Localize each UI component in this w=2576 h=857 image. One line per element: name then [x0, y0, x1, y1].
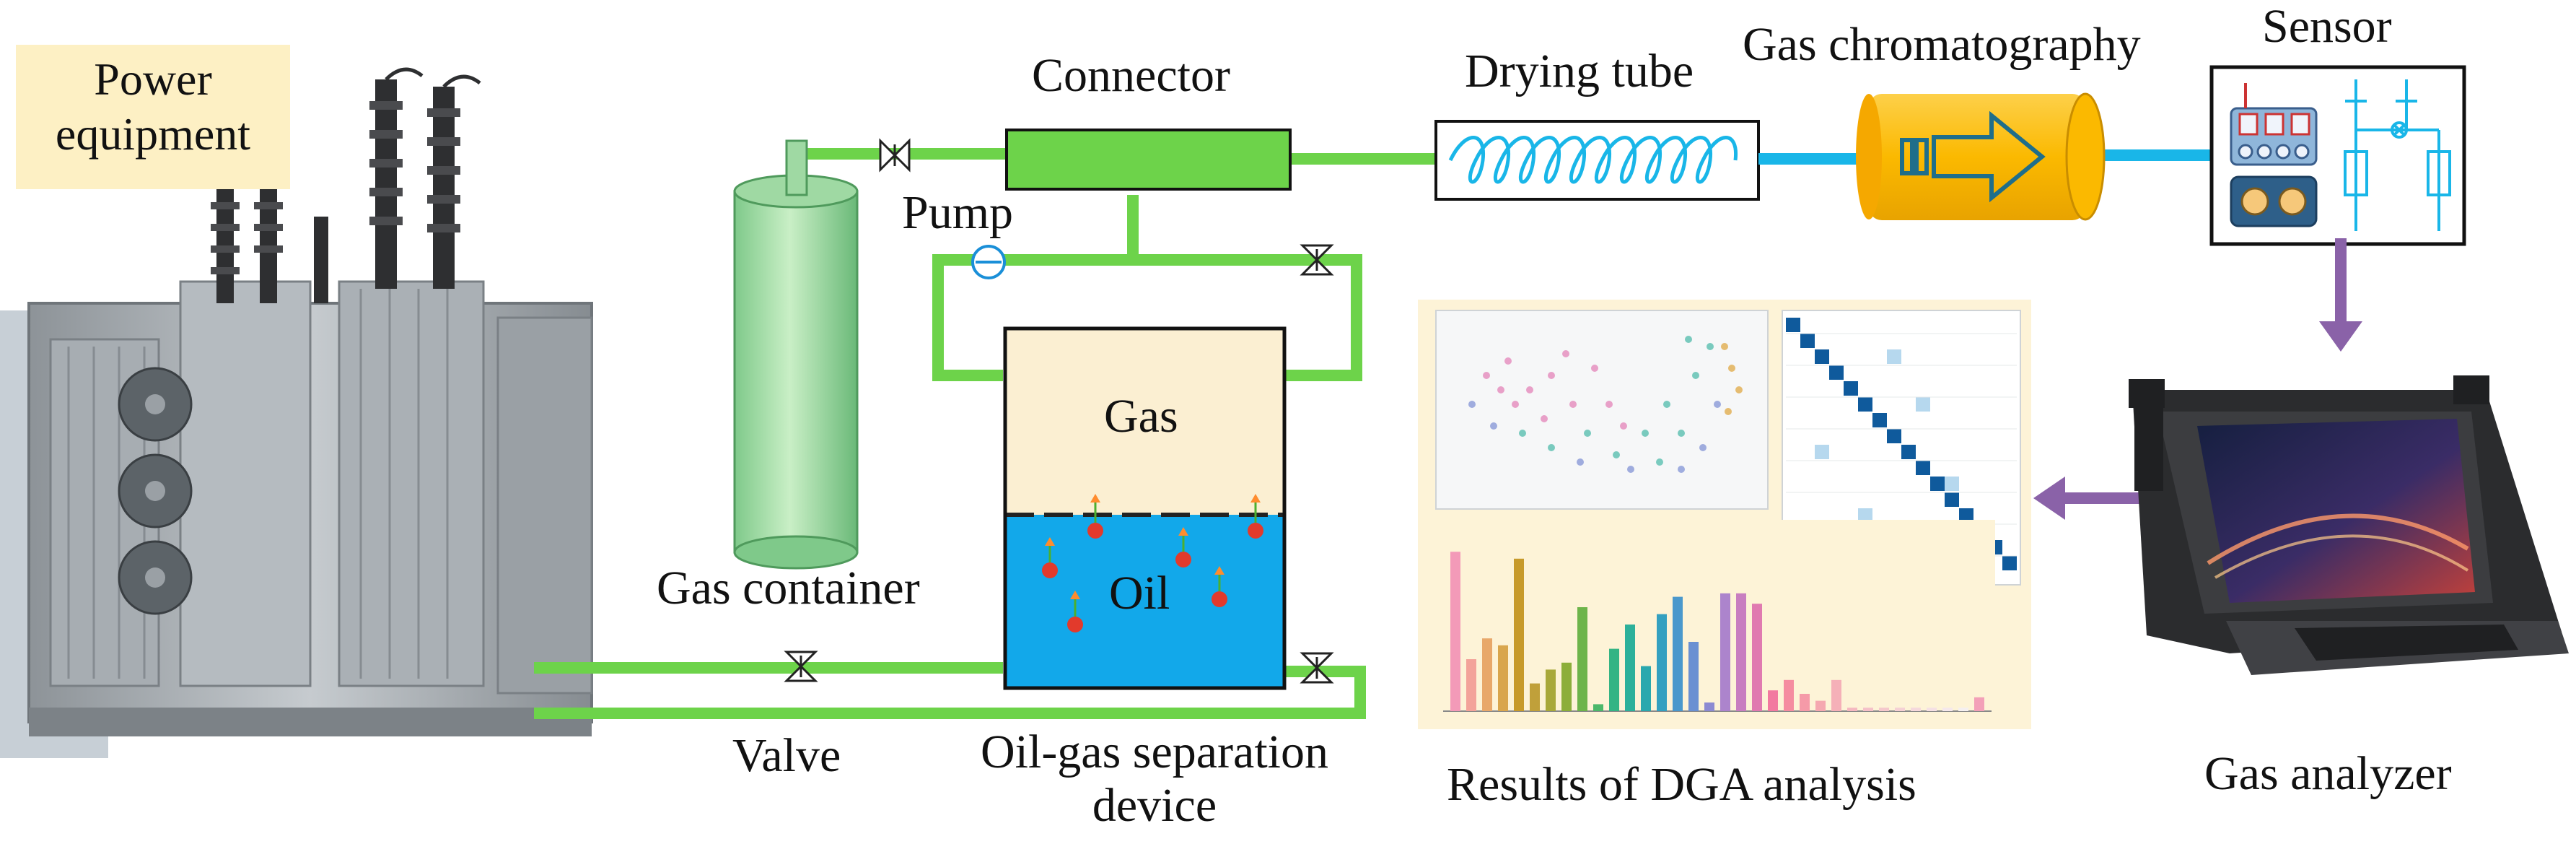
dga-bar: [1847, 708, 1857, 711]
circuit-icon: [2344, 79, 2451, 231]
dga-bar: [1895, 708, 1905, 711]
dga-bar: [1768, 690, 1778, 711]
gas-container: [733, 139, 859, 570]
dga-results-panel: [1418, 300, 2031, 729]
separation-device-label: Oil-gas separation device: [980, 726, 1328, 832]
dga-bar-chart-bars: [1450, 552, 1984, 711]
dga-bar: [1625, 625, 1635, 711]
connector-label: Connector: [1032, 49, 1230, 102]
pump-label: Pump: [902, 186, 1014, 239]
pipe-network: [534, 148, 1436, 719]
dga-bar: [1593, 704, 1603, 711]
oil-compartment-label: Oil: [1109, 567, 1170, 619]
dga-bar: [1546, 669, 1556, 711]
dga-bar: [1498, 645, 1508, 711]
dga-results-label: Results of DGA analysis: [1447, 758, 1916, 811]
arrow-right-icon: [1900, 110, 2046, 203]
drying-tube: [1434, 120, 1760, 201]
valve-stems: [799, 144, 1318, 679]
dga-bar: [1784, 679, 1794, 711]
dga-bar: [1609, 648, 1619, 711]
dga-bar: [1450, 552, 1460, 711]
gas-container-label: Gas container: [657, 562, 920, 614]
coil-icon: [1448, 136, 1738, 184]
sensor-label: Sensor: [2262, 0, 2392, 53]
dga-bar: [1800, 694, 1810, 711]
dga-bar: [1720, 593, 1730, 711]
dga-bar: [1752, 604, 1762, 711]
valve-label: Valve: [732, 729, 841, 782]
dga-bar: [1974, 697, 1984, 711]
sensor-board-icon: [2230, 83, 2318, 227]
transformer-photo: [0, 43, 621, 758]
dga-bar: [1736, 593, 1746, 711]
pump-icon: [971, 245, 1006, 279]
dga-bar: [1704, 702, 1714, 711]
dga-bar: [1927, 708, 1937, 711]
dga-bar: [1641, 666, 1651, 711]
dga-bar: [1942, 708, 1953, 711]
drying-tube-label: Drying tube: [1465, 45, 1694, 97]
oil-gas-separator: [1003, 326, 1287, 690]
dga-bar: [1530, 683, 1540, 711]
laptop-icon: [2129, 375, 2569, 675]
dga-bar: [1911, 708, 1921, 711]
dga-bar: [1561, 662, 1572, 711]
dga-bar: [1482, 638, 1492, 711]
dga-bar: [1673, 596, 1683, 711]
dga-bar: [1688, 642, 1699, 711]
power-equipment-label: Power equipment: [55, 53, 251, 160]
gas-chromatography-label: Gas chromatography: [1743, 18, 2141, 71]
dga-bar: [1657, 614, 1667, 711]
gas-analyzer-label: Gas analyzer: [2204, 747, 2452, 800]
gas-compartment-label: Gas: [1104, 390, 1178, 443]
dga-bar: [1831, 679, 1841, 711]
dga-bar: [1514, 558, 1524, 711]
dga-bar: [1815, 700, 1826, 711]
power-equipment-label-bg: [16, 45, 290, 189]
gas-chromatograph: [1856, 92, 2106, 221]
connector-box: [1005, 129, 1292, 191]
valve-icon: [784, 138, 1334, 684]
dga-bar: [1863, 708, 1873, 711]
sensor-box: [2209, 65, 2466, 246]
dga-bar: [1577, 607, 1587, 711]
dga-bar: [1466, 659, 1476, 711]
dga-bar: [1879, 708, 1889, 711]
dga-bar: [1958, 708, 1968, 711]
